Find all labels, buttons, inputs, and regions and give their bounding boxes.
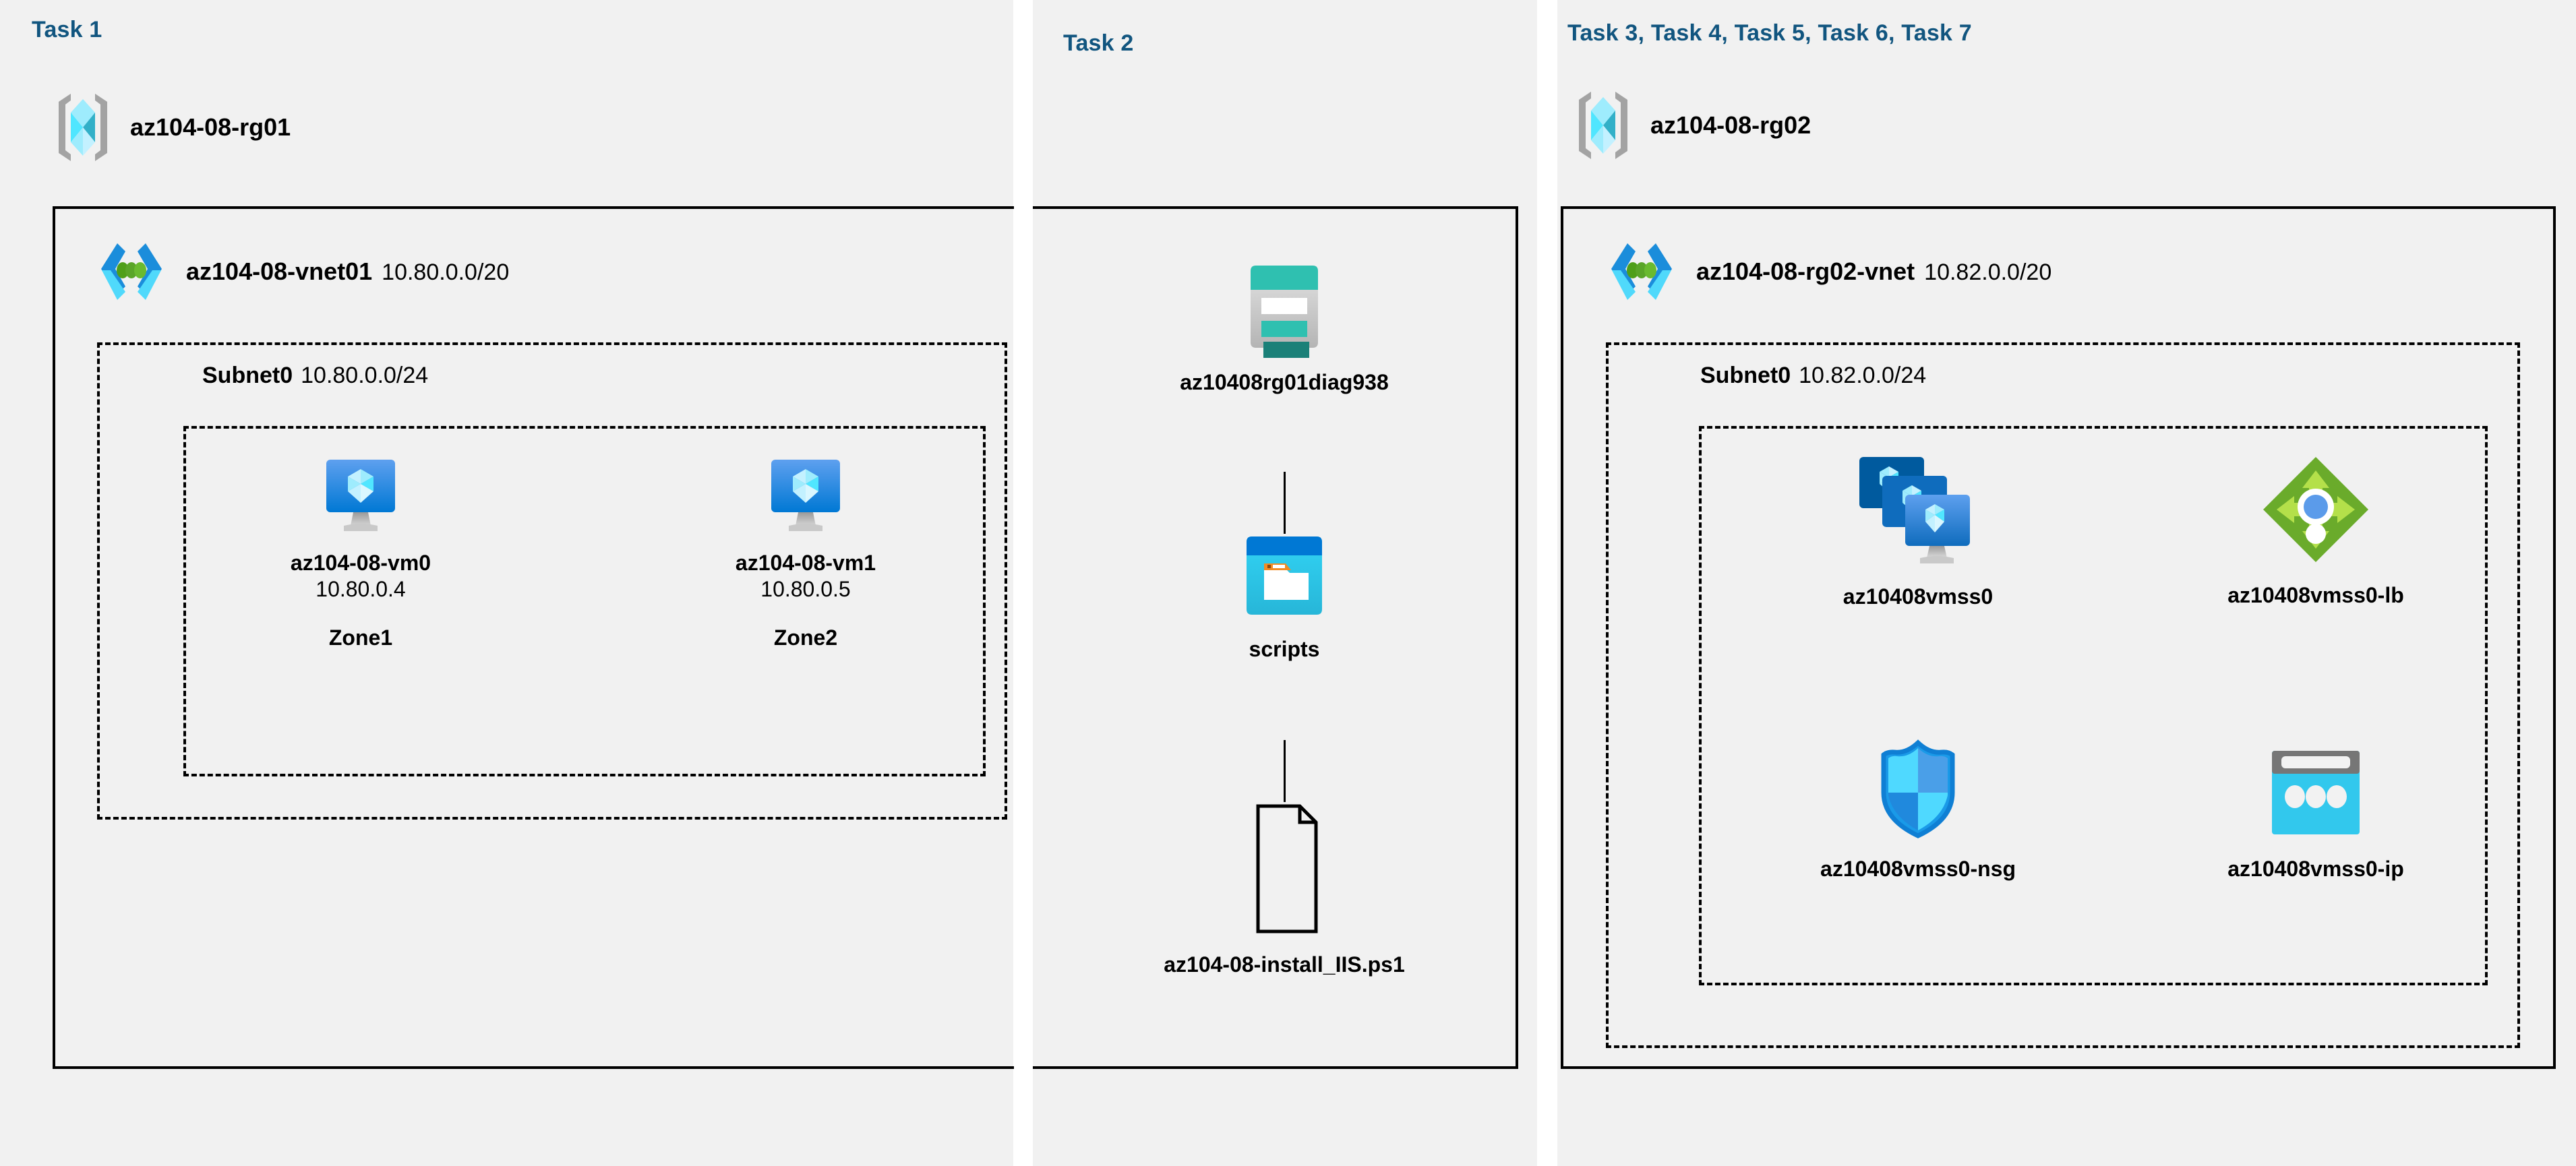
blob-container-name: scripts: [1249, 637, 1320, 661]
resource-group-box-right: [1699, 426, 2488, 985]
resource-group-name: az104-08-rg02: [1650, 111, 1811, 139]
subnet-cidr: 10.82.0.0/24: [1799, 363, 1927, 388]
resource-group-rg01: az104-08-rg01: [51, 91, 291, 164]
storage-account-icon: [1106, 263, 1463, 350]
resource-group-icon: [1571, 89, 1636, 162]
subnet-label-left: Subnet0 10.80.0.0/24: [202, 363, 428, 389]
nsg-node: az10408vmss0-nsg: [1760, 739, 2076, 882]
resource-group-rg02: az104-08-rg02: [1571, 89, 1811, 162]
nsg-name: az10408vmss0-nsg: [1820, 857, 2016, 881]
file-name: az104-08-install_IIS.ps1: [1164, 952, 1405, 977]
load-balancer-icon: [2157, 453, 2474, 566]
subnet-box-right: [1606, 342, 2520, 1048]
storage-account-name: az10408rg01diag938: [1180, 370, 1389, 394]
vnet-header-rg02: az104-08-rg02-vnet 10.82.0.0/20: [1605, 239, 2051, 304]
subnet-name: Subnet0: [202, 363, 293, 388]
subnet-label-right: Subnet0 10.82.0.0/24: [1700, 363, 1926, 389]
vnet-name: az104-08-vnet01: [186, 257, 373, 285]
vm-name: az104-08-vm0: [290, 551, 431, 575]
virtual-machine-icon: [256, 456, 465, 535]
resource-group-name: az104-08-rg01: [130, 113, 291, 141]
vmss-node: az10408vmss0: [1760, 453, 2076, 610]
load-balancer-name: az10408vmss0-lb: [2227, 583, 2404, 607]
vm-node-0: az104-08-vm0 10.80.0.4 Zone1: [256, 456, 465, 650]
vm-ip: 10.80.0.4: [316, 577, 406, 602]
file-node: az104-08-install_IIS.ps1: [1092, 802, 1476, 978]
blob-container-icon: [1106, 534, 1463, 617]
virtual-network-icon: [94, 239, 169, 304]
panel-task1: [0, 0, 1013, 1166]
storage-account-node: az10408rg01diag938: [1106, 263, 1463, 396]
task-label-2: Task 2: [1063, 30, 1134, 56]
vnet-box-vnet01: [53, 206, 1014, 1069]
virtual-machine-icon: [701, 456, 910, 535]
subnet-cidr: 10.80.0.0/24: [301, 363, 429, 388]
subnet-box-left: [97, 342, 1007, 820]
vm-scale-set-icon: [1760, 453, 2076, 567]
blob-container-node: scripts: [1106, 534, 1463, 663]
network-security-group-icon: [1760, 739, 2076, 840]
vm-name: az104-08-vm1: [735, 551, 876, 575]
task-label-3: Task 3, Task 4, Task 5, Task 6, Task 7: [1567, 20, 1972, 46]
task-label-1: Task 1: [32, 17, 102, 42]
public-ip-node: az10408vmss0-ip: [2157, 748, 2474, 882]
connector-container-to-file: [1284, 740, 1286, 802]
vnet-cidr: 10.82.0.0/20: [1924, 259, 2052, 285]
vmss-name: az10408vmss0: [1843, 584, 1994, 609]
vm-node-1: az104-08-vm1 10.80.0.5 Zone2: [701, 456, 910, 650]
vnet-name: az104-08-rg02-vnet: [1696, 257, 1915, 285]
resource-group-icon: [51, 91, 115, 164]
storage-account-bar-dark: [1263, 342, 1309, 358]
vm-zone: Zone2: [773, 625, 838, 650]
vm-ip: 10.80.0.5: [760, 577, 851, 602]
vnet-cidr: 10.80.0.0/20: [382, 259, 510, 285]
vnet-box-rg02-vnet: [1561, 206, 2556, 1069]
public-ip-address-icon: [2157, 748, 2474, 840]
public-ip-name: az10408vmss0-ip: [2227, 857, 2404, 881]
document-file-icon: [1092, 802, 1476, 937]
load-balancer-node: az10408vmss0-lb: [2157, 453, 2474, 609]
vm-group-box-left: [183, 426, 986, 776]
connector-storage-to-container: [1284, 472, 1286, 534]
subnet-name: Subnet0: [1700, 363, 1791, 388]
vnet-box-vnet01-continued: [1033, 206, 1518, 1069]
vm-zone: Zone1: [328, 625, 393, 650]
panel-task3to7: [1557, 0, 2576, 1166]
vnet-header-vnet01: az104-08-vnet01 10.80.0.0/20: [94, 239, 509, 304]
virtual-network-icon: [1605, 239, 1679, 304]
